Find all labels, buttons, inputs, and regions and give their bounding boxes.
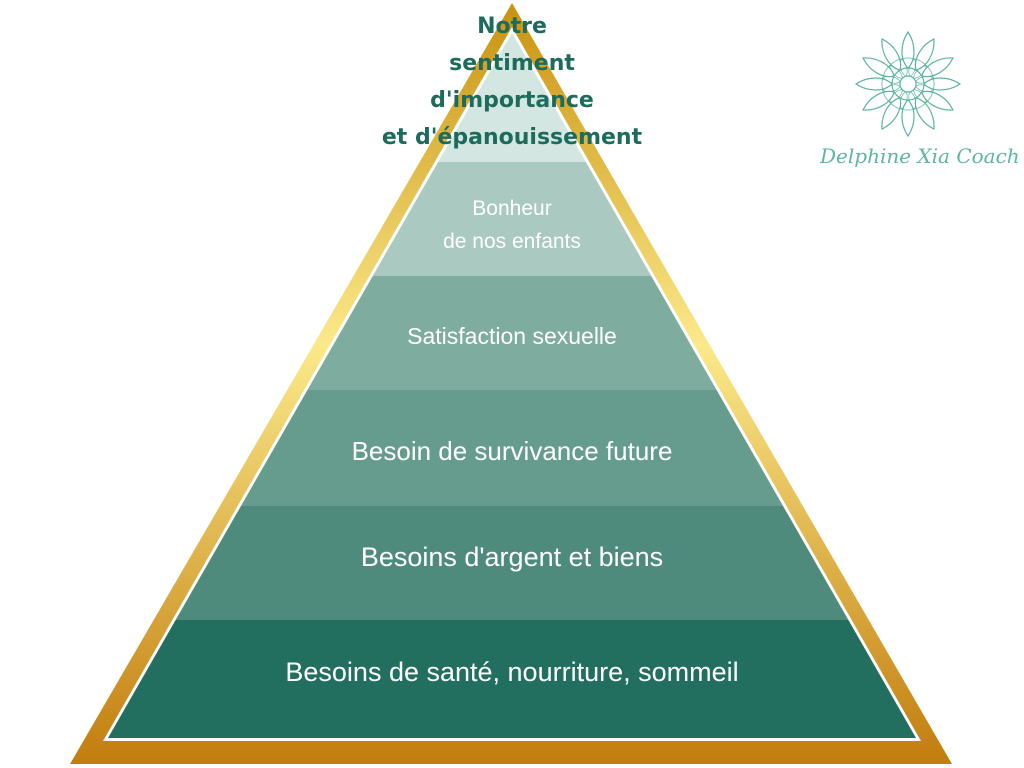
apex-line-4: et d'épanouissement bbox=[381, 125, 643, 150]
tier-1-line-2: de nos enfants bbox=[443, 230, 581, 253]
tier-label-1: Bonheur de nos enfants bbox=[0, 192, 1024, 258]
logo-text: Delphine Xia Coach bbox=[820, 144, 1020, 168]
brand-logo: Delphine Xia Coach bbox=[820, 24, 1020, 194]
tier-band-5 bbox=[108, 620, 916, 738]
apex-line-2: sentiment bbox=[449, 51, 575, 76]
apex-line-3: d'importance bbox=[430, 88, 594, 113]
mandala-icon bbox=[854, 30, 962, 138]
tier-label-5: Besoins de santé, nourriture, sommeil bbox=[285, 657, 739, 687]
tier-label-3: Besoin de survivance future bbox=[351, 436, 673, 466]
tier-label-2: Satisfaction sexuelle bbox=[407, 323, 617, 349]
tier-1-line-1: Bonheur bbox=[472, 197, 552, 220]
apex-title: Notre sentiment d'importance et d'épanou… bbox=[312, 8, 712, 156]
tier-label-4: Besoins d'argent et biens bbox=[360, 542, 664, 572]
apex-line-1: Notre bbox=[477, 14, 547, 39]
tier-band-4 bbox=[108, 506, 916, 620]
